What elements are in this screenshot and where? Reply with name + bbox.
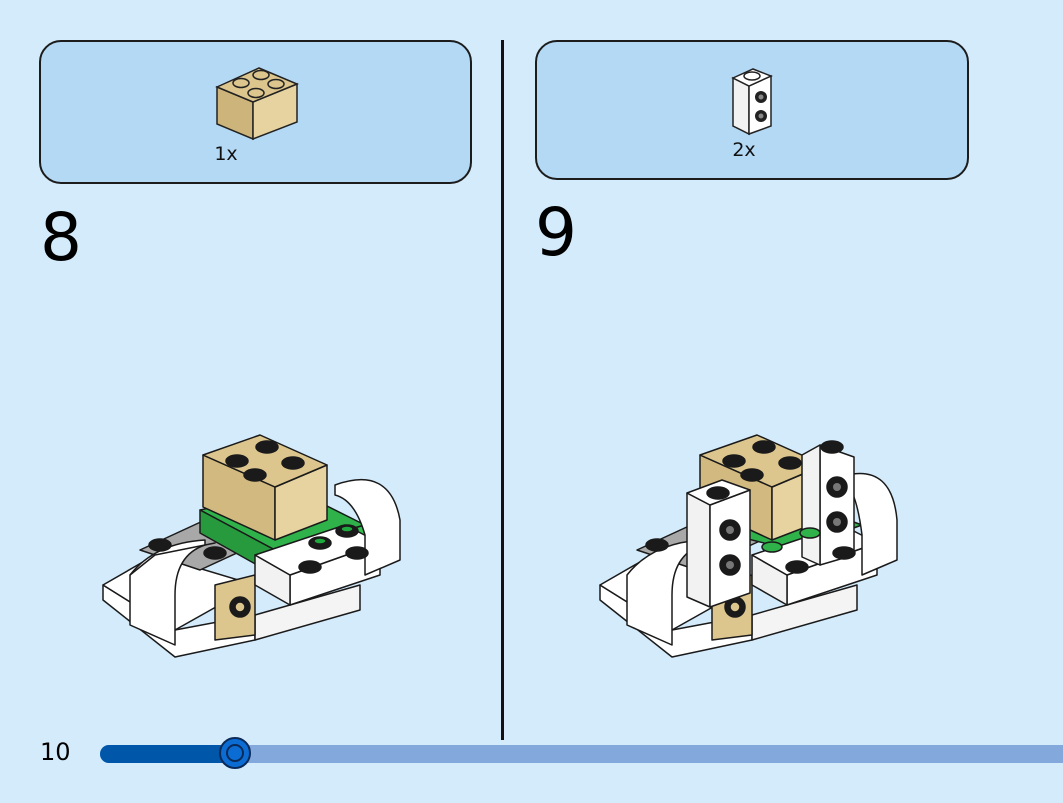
- step-number: 8: [40, 199, 82, 276]
- part-quantity: 2x: [732, 139, 756, 161]
- tan-2x2-brick-icon: [215, 67, 299, 141]
- parts-callout-step-9: 2x: [535, 40, 969, 180]
- step-9-model-illustration: [599, 434, 898, 658]
- part-quantity: 1x: [214, 143, 238, 165]
- progress-fill: [100, 745, 235, 763]
- progress-bar: [100, 737, 1063, 769]
- progress-track: [100, 745, 1063, 763]
- step-divider: [501, 40, 504, 740]
- step-number: 9: [535, 194, 577, 271]
- progress-knob-icon: [219, 737, 251, 769]
- step-8-model-illustration: [102, 434, 401, 658]
- parts-callout-step-8: 1x: [39, 40, 472, 184]
- white-1x1-brick-with-side-studs-icon: [731, 68, 773, 136]
- page-number: 10: [40, 738, 71, 766]
